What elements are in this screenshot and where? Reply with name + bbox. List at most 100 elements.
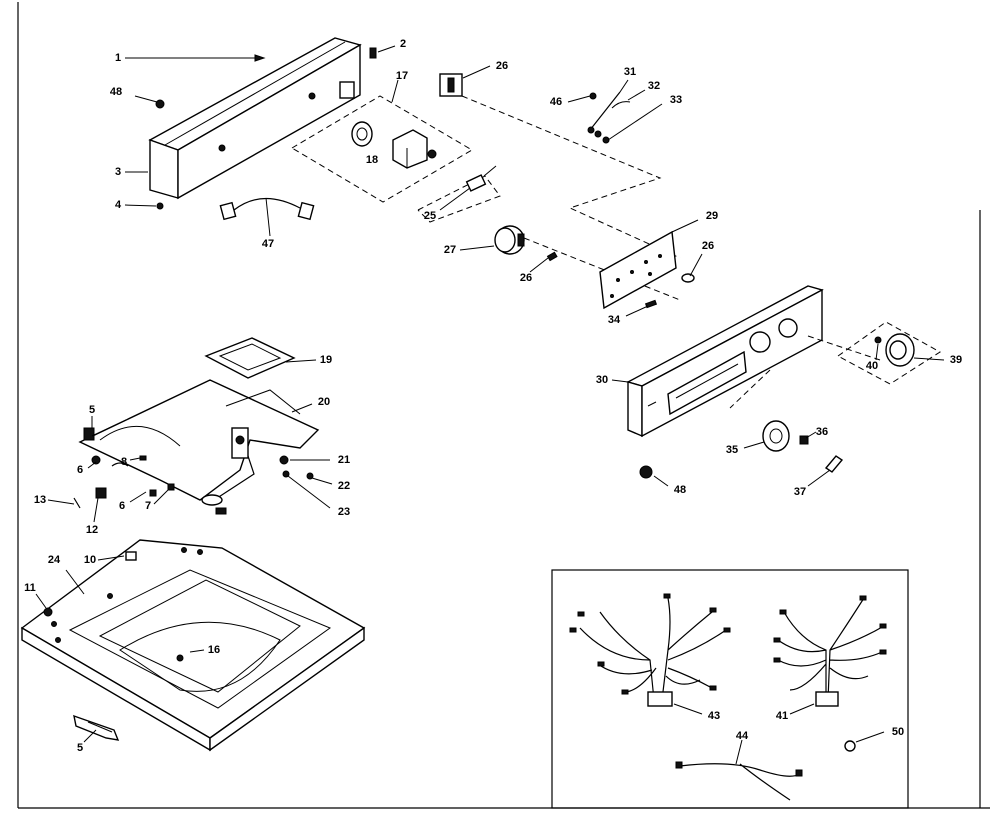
label-part-6a: 6: [77, 464, 83, 476]
leader-48a: [134, 95, 158, 103]
label-part-21: 21: [338, 454, 350, 466]
label-part-36: 36: [816, 426, 828, 438]
label-part-10: 10: [84, 554, 96, 566]
leader-12: [93, 497, 99, 523]
parts-21-23-fasteners: [279, 455, 314, 480]
label-part-13: 13: [34, 494, 46, 506]
label-part-25: 25: [424, 210, 436, 222]
label-part-44: 44: [736, 730, 749, 742]
part-11-plug: [43, 607, 53, 617]
leader-50: [855, 731, 885, 743]
part-45-spring: [465, 174, 487, 192]
label-part-43: 43: [708, 710, 720, 722]
part-35-knob: [762, 420, 790, 452]
label-part-19: 19: [320, 354, 332, 366]
part-46-screw: [589, 92, 597, 100]
label-part-23: 23: [338, 506, 350, 518]
leader-13: [47, 499, 75, 505]
label-part-35: 35: [726, 444, 738, 456]
leader-19: [285, 359, 317, 363]
leader-26b: [529, 257, 549, 273]
part-48-plug: [155, 99, 165, 109]
label-part-30: 30: [596, 374, 608, 386]
part-24-top-cover: [20, 539, 366, 752]
label-part-46: 46: [550, 96, 562, 108]
hinge-parts: [73, 419, 255, 515]
leader-8: [129, 457, 141, 461]
dashed-path-35: [729, 369, 771, 409]
label-part-26a: 26: [496, 60, 508, 72]
label-part-18: 18: [366, 154, 378, 166]
parts-31-33-lamp: [587, 91, 631, 144]
part-39-knob: [885, 333, 915, 367]
label-part-31: 31: [624, 66, 636, 78]
leader-31: [619, 79, 629, 93]
part-10-clip: [125, 551, 137, 561]
label-part-3: 3: [115, 166, 121, 178]
leader-33: [607, 103, 663, 141]
part-43-wire-harness: [569, 593, 731, 707]
label-part-47: 47: [262, 238, 274, 250]
label-part-48b: 48: [674, 484, 686, 496]
leader-26c: [689, 253, 703, 277]
leader-32: [627, 89, 646, 101]
part-30-control-panel: [626, 285, 824, 438]
part-47-harness: [219, 197, 315, 237]
label-part-26c: 26: [702, 240, 714, 252]
leader-36: [805, 431, 817, 439]
label-part-17: 17: [396, 70, 408, 82]
label-part-34: 34: [608, 314, 621, 326]
leader-2: [377, 45, 396, 53]
label-part-50: 50: [892, 726, 904, 738]
part-20-lid-panel: [78, 379, 320, 501]
part-26-clip-c: [681, 273, 695, 283]
backsplash-housing: [148, 37, 362, 200]
label-part-8: 8: [121, 456, 127, 468]
group-39-outline: [837, 321, 941, 385]
leader-16: [189, 649, 205, 653]
label-part-5a: 5: [89, 404, 95, 416]
leader-34: [625, 305, 649, 317]
label-part-12: 12: [86, 524, 98, 536]
leader-30: [611, 379, 629, 383]
leader-22: [311, 477, 333, 485]
part-19-lid-switch: [204, 337, 296, 379]
part-26-screw-b: [546, 251, 558, 262]
label-part-26b: 26: [520, 272, 532, 284]
label-part-48a: 48: [110, 86, 122, 98]
label-part-16: 16: [208, 644, 220, 656]
leader-4: [124, 204, 157, 207]
part-28-bracket: [439, 73, 463, 97]
leader-35: [743, 441, 765, 449]
arrow-1: [254, 54, 266, 62]
part-29-control-bracket: [599, 230, 677, 310]
group-25-outline: [417, 175, 501, 223]
label-part-5b: 5: [77, 742, 83, 754]
label-part-39: 39: [950, 354, 962, 366]
leader-10: [97, 555, 125, 561]
leader-40: [875, 343, 879, 361]
dashed-path-39: [807, 335, 881, 361]
timer-motor: [392, 129, 437, 169]
leader-24: [65, 569, 85, 595]
label-part-27: 27: [444, 244, 456, 256]
leader-28a: [462, 65, 491, 79]
part-48-plug-b: [639, 465, 653, 479]
leader-20: [291, 403, 313, 413]
label-part-40: 40: [866, 360, 878, 372]
leader-41: [789, 703, 815, 715]
label-part-7: 7: [145, 500, 151, 512]
leader-5b: [83, 729, 97, 743]
part-5-hinge-bracket: [73, 714, 120, 741]
leader-23: [287, 475, 331, 509]
label-part-1: 1: [115, 52, 121, 64]
label-part-37: 37: [794, 486, 806, 498]
leader-39: [913, 357, 945, 361]
label-part-24: 24: [48, 554, 61, 566]
part-44-wire: [675, 761, 803, 801]
label-part-32: 32: [648, 80, 660, 92]
part-34-screw: [644, 299, 658, 309]
leader-48b: [653, 475, 669, 487]
part-4-screw: [156, 202, 164, 210]
